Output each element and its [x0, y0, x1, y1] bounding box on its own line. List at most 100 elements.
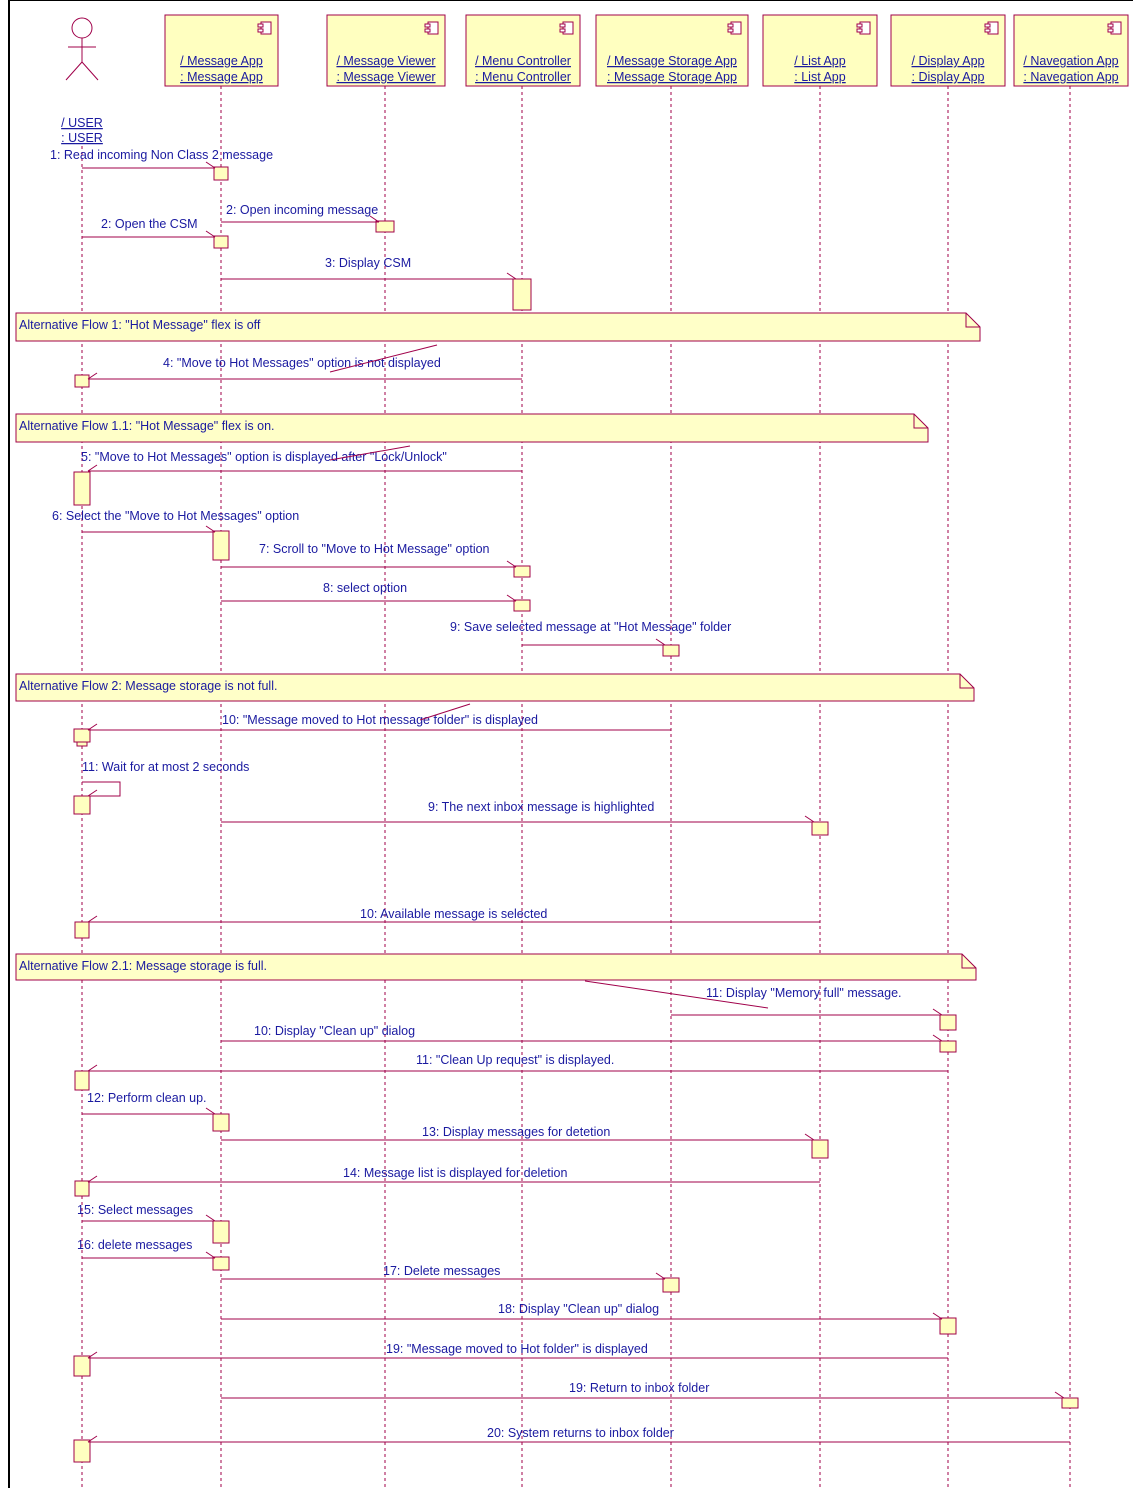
message-arrow: 9: The next inbox message is highlighted: [221, 800, 815, 823]
activation-box: [212, 1220, 230, 1244]
message-arrow: 20: System returns to inbox folder: [87, 1426, 1070, 1443]
alt-flow-note: Alternative Flow 2: Message storage is n…: [15, 673, 975, 702]
note-text: Alternative Flow 2: Message storage is n…: [19, 679, 277, 693]
message-label: 2: Open the CSM: [101, 217, 198, 231]
message-arrow: 18: Display "Clean up" dialog: [221, 1302, 943, 1320]
message-arrow: 2: Open incoming message: [221, 203, 380, 223]
arrowhead: [87, 1064, 98, 1072]
arrowhead: [87, 372, 98, 380]
message-arrow: 19: Return to inbox folder: [221, 1381, 1065, 1399]
note-fold: [913, 414, 928, 429]
message-arrow: 16: delete messages: [77, 1238, 216, 1259]
message-label: 9: The next inbox message is highlighted: [428, 800, 654, 814]
message-label: 17: Delete messages: [383, 1264, 500, 1278]
component-icon: [257, 21, 272, 35]
message-label: 5: "Move to Hot Messages" option is disp…: [81, 450, 447, 464]
component-icon-tab: [1107, 28, 1114, 33]
message-label: 16: delete messages: [77, 1238, 192, 1252]
component-icon-body: [987, 21, 999, 35]
activation-box: [939, 1040, 957, 1053]
lifeline-header-message-app: / Message App: Message App: [164, 14, 279, 87]
message-label: 19: Return to inbox folder: [569, 1381, 709, 1395]
object-name: / Navegation App: [1023, 54, 1118, 68]
activation-box: [213, 235, 229, 249]
component-icon-body: [427, 21, 439, 35]
activation-box: [939, 1014, 957, 1031]
activation-box: [512, 278, 532, 311]
arrowhead: [87, 915, 98, 923]
arrowhead: [205, 525, 216, 533]
message-label: 6: Select the "Move to Hot Messages" opt…: [52, 509, 299, 523]
message-arrow: 13: Display messages for detetion: [221, 1125, 815, 1141]
note-text: Alternative Flow 1.1: "Hot Message" flex…: [19, 419, 275, 433]
lifeline-header-message-viewer: / Message Viewer : Message Viewer: [326, 14, 446, 87]
object-type: : Menu Controller: [475, 70, 571, 84]
arrowhead: [506, 560, 517, 568]
message-arrow: 15: Select messages: [77, 1203, 216, 1222]
arrowhead: [87, 1351, 98, 1359]
message-arrow: 10: Available message is selected: [87, 907, 820, 923]
activation-box: [73, 728, 91, 743]
activation-box: [513, 565, 531, 578]
component-icon-tab: [257, 28, 264, 33]
activation-box: [662, 1277, 680, 1293]
activation-box: [375, 220, 395, 233]
note-anchor-line: [419, 703, 471, 721]
message-label: 1: Read incoming Non Class 2 message: [50, 148, 273, 162]
component-icon-tab: [856, 28, 863, 33]
object-type: : Message Viewer: [336, 70, 435, 84]
message-arrow: 8: select option: [221, 581, 517, 602]
component-icon-tab: [424, 28, 431, 33]
arrowhead: [205, 1107, 216, 1115]
message-label: 3: Display CSM: [325, 256, 411, 270]
object-name: / Menu Controller: [475, 54, 571, 68]
note-fold: [959, 674, 974, 689]
object-type: : List App: [794, 70, 845, 84]
activation-box: [212, 1113, 230, 1132]
activation-box: [73, 1439, 91, 1463]
message-arrow: 11: Display "Memory full" message.: [671, 986, 943, 1016]
object-name: / Display App: [912, 54, 985, 68]
actor-user: / USER: USER: [61, 17, 103, 145]
alt-flow-note: Alternative Flow 2.1: Message storage is…: [15, 953, 977, 981]
activation-box: [212, 1256, 230, 1271]
component-icon-tab: [257, 23, 264, 28]
message-label: 12: Perform clean up.: [87, 1091, 207, 1105]
actor-right-leg: [81, 61, 99, 81]
component-icon-tab: [559, 28, 566, 33]
arrowhead: [506, 594, 517, 602]
note-shape: [15, 673, 975, 702]
lifeline-header-menu-controller: / Menu Controller : Menu Controller: [465, 14, 581, 87]
message-arrow: 6: Select the "Move to Hot Messages" opt…: [52, 509, 299, 533]
component-icon-tab: [727, 28, 734, 33]
object-name: / List App: [794, 54, 845, 68]
actor-name: / USER: [61, 116, 103, 130]
message-label: 11: Wait for at most 2 seconds: [82, 760, 249, 774]
arrowhead: [655, 638, 666, 646]
message-label: 11: "Clean Up request" is displayed.: [416, 1053, 614, 1067]
activation-box: [939, 1317, 957, 1335]
component-icon-body: [562, 21, 574, 35]
activation-box: [74, 921, 90, 939]
arrowhead: [655, 1272, 666, 1280]
message-arrow: 11: Wait for at most 2 seconds: [82, 760, 249, 797]
activation-box: [74, 1180, 90, 1197]
arrowhead: [1054, 1391, 1065, 1399]
object-name: / Message Viewer: [336, 54, 435, 68]
self-message-line: [82, 781, 121, 797]
component-icon-tab: [856, 23, 863, 28]
arrowhead: [804, 1133, 815, 1141]
diagram-frame: [8, 0, 1133, 1488]
component-icon-body: [730, 21, 742, 35]
message-arrow: 5: "Move to Hot Messages" option is disp…: [81, 450, 522, 472]
lifeline-header-message-storage-app: / Message Storage App: Message Storage A…: [595, 14, 749, 87]
actor-left-leg: [65, 61, 83, 81]
message-label: 2: Open incoming message: [226, 203, 378, 217]
arrowhead: [87, 1175, 98, 1183]
component-icon-tab: [984, 23, 991, 28]
message-label: 11: Display "Memory full" message.: [706, 986, 902, 1000]
message-label: 19: "Message moved to Hot folder" is dis…: [386, 1342, 648, 1356]
activation-box: [74, 1070, 90, 1091]
object-name: / Message Storage App: [607, 54, 737, 68]
